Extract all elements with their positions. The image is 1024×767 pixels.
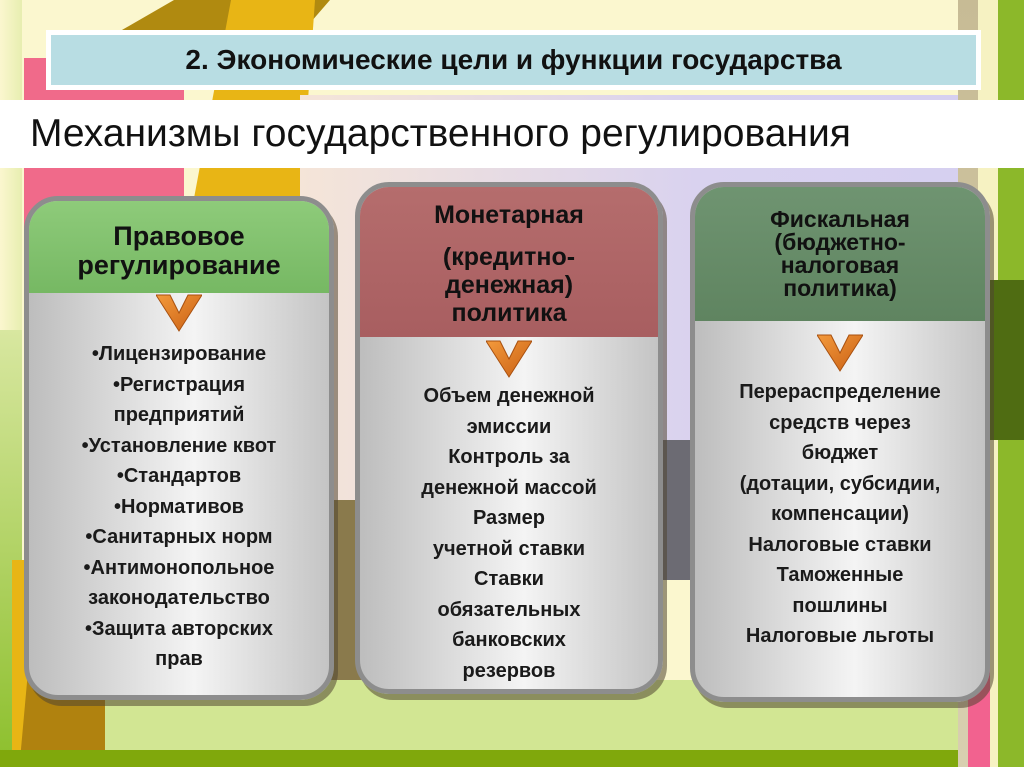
list-item: •Регистрация — [112, 373, 246, 396]
list-item: компенсации) — [771, 503, 909, 525]
list-item: эмиссии — [466, 415, 552, 438]
list-item: •Установление квот — [81, 434, 277, 457]
list-item: Объем денежной — [423, 385, 595, 407]
list-item: •Лицензирование — [91, 343, 267, 365]
card-header-line: денежная) — [444, 271, 574, 299]
list-item: Ставки — [474, 568, 544, 590]
list-item: •Нормативов — [114, 495, 244, 518]
list-item: •Стандартов — [116, 465, 242, 487]
card-header-fiscal: Фискальная (бюджетно- налоговая политика… — [695, 187, 985, 321]
list-item: Контроль за — [448, 446, 570, 468]
card-fiscal-policy: Фискальная (бюджетно- налоговая политика… — [690, 182, 990, 702]
card-header-line: налоговая — [780, 252, 900, 278]
list-item: резервов — [462, 659, 556, 682]
list-item: Размер — [472, 507, 546, 529]
card-header-line: Правовое — [113, 221, 245, 251]
list-item: пошлины — [792, 594, 888, 617]
card-body-legal: •Лицензирование •Регистрация предприятий… — [29, 339, 329, 675]
list-item: Налоговые ставки — [748, 533, 932, 556]
card-body-monetary: Объем денежной эмиссии Контроль за денеж… — [360, 381, 658, 686]
card-body-fiscal: Перераспределение средств через бюджет (… — [695, 377, 985, 652]
list-item: прав — [155, 648, 203, 670]
list-item: средств через — [769, 411, 911, 434]
card-header-line: регулирование — [77, 250, 281, 280]
bg-right-darkgreen-strip — [990, 280, 1024, 440]
card-header-line: (бюджетно- — [774, 229, 906, 255]
chevron-down-icon — [486, 340, 532, 378]
card-header-line: Монетарная — [434, 201, 584, 229]
card-header-monetary: Монетарная (кредитно- денежная) политика — [360, 187, 658, 337]
list-item: бюджет — [801, 442, 879, 464]
list-item: обязательных — [437, 598, 581, 621]
list-item: (дотации, субсидии, — [739, 472, 941, 495]
chevron-down-icon — [156, 294, 202, 332]
card-header-line: политика — [451, 299, 567, 327]
card-header-legal: Правовое регулирование — [29, 201, 329, 293]
card-legal-regulation: Правовое регулирование •Лицензирование •… — [24, 196, 334, 700]
chevron-down-icon — [817, 334, 863, 372]
section-title: 2. Экономические цели и функции государс… — [51, 35, 976, 85]
bg-green-bottom-bar — [0, 750, 1024, 767]
list-item: денежной массой — [421, 476, 597, 499]
card-header-line: (кредитно- — [442, 243, 576, 271]
list-item: Налоговые льготы — [745, 625, 935, 647]
list-item: предприятий — [113, 404, 245, 426]
card-monetary-policy: Монетарная (кредитно- денежная) политика… — [355, 182, 663, 694]
list-item: законодательство — [88, 587, 270, 609]
list-item: Таможенные — [776, 564, 904, 586]
list-item: банковских — [452, 629, 566, 651]
list-item: •Санитарных норм — [85, 526, 273, 548]
list-item: Перераспределение — [739, 381, 941, 403]
list-item: учетной ставки — [432, 537, 586, 560]
list-item: •Антимонопольное — [83, 556, 275, 579]
card-header-line: Фискальная — [770, 206, 910, 232]
list-item: •Защита авторских — [85, 617, 273, 640]
section-title-bar: 2. Экономические цели и функции государс… — [46, 30, 981, 90]
page-heading: Механизмы государственного регулирования — [0, 100, 1024, 168]
card-header-line: политика) — [783, 275, 897, 301]
